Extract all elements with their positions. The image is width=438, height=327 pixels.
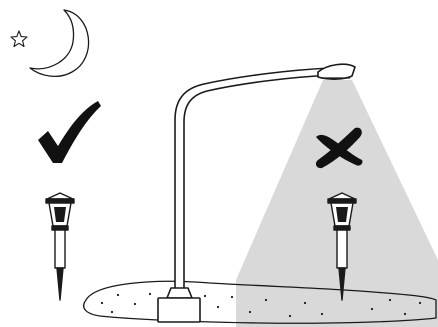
crescent-moon-icon bbox=[30, 10, 89, 76]
garden-light-left bbox=[46, 193, 74, 300]
check-mark-icon bbox=[38, 101, 101, 163]
star-icon bbox=[11, 31, 27, 47]
solar-panel-cap bbox=[47, 193, 73, 199]
